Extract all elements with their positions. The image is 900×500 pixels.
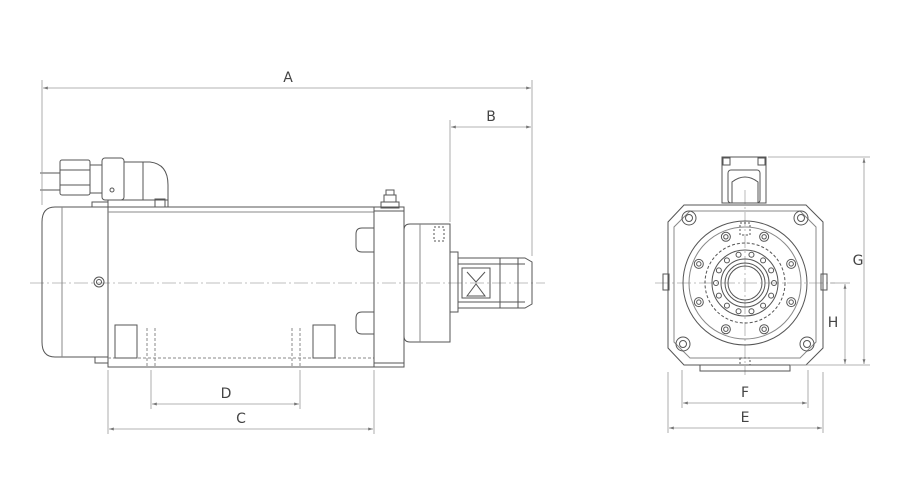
rear-end-cap xyxy=(41,206,109,358)
motor-body xyxy=(107,206,375,368)
inner-bolt-hole xyxy=(735,251,742,258)
flange-outer-ring xyxy=(682,220,808,346)
inner-bolt-hole xyxy=(760,302,767,309)
dim-label-e: E xyxy=(741,410,750,426)
outer-bolt-hole xyxy=(720,324,731,335)
dim-label-d: D xyxy=(221,386,232,402)
inner-bolt-hole xyxy=(768,292,775,299)
front-housing xyxy=(667,204,824,366)
outer-bolt-hole xyxy=(786,297,797,308)
bolt-rings xyxy=(693,231,797,335)
spindle-nose xyxy=(724,262,766,304)
grease-nipple-icon xyxy=(380,189,400,209)
inner-bolt-hole xyxy=(748,251,755,258)
spindle-housing xyxy=(403,223,451,343)
outer-bolt-hole xyxy=(693,297,704,308)
inner-bolt-hole xyxy=(715,292,722,299)
elbow-connector xyxy=(101,157,125,201)
outer-bolt-hole xyxy=(720,231,731,242)
outer-bolt-hole xyxy=(759,231,770,242)
front-connector xyxy=(721,156,767,204)
dim-label-c: C xyxy=(236,411,246,427)
dim-label-b: B xyxy=(486,109,496,125)
gland-nut xyxy=(59,159,91,196)
dim-label-a: A xyxy=(283,70,293,86)
inner-bolt-hole xyxy=(748,308,755,315)
inner-bolt-hole xyxy=(735,308,742,315)
outer-bolt-hole xyxy=(693,258,704,269)
outer-bolt-hole xyxy=(696,299,702,305)
outer-bolt-hole xyxy=(723,326,729,332)
connector-assembly xyxy=(40,157,169,201)
outer-bolt-hole xyxy=(761,234,767,240)
output-shaft xyxy=(449,251,459,313)
corner-holes xyxy=(675,210,815,352)
outer-bolt-hole xyxy=(788,261,794,267)
front-dimensions xyxy=(667,156,870,433)
inner-bolt-hole xyxy=(768,267,775,274)
cable xyxy=(40,172,61,191)
front-view xyxy=(655,156,835,375)
rear-screw-icon xyxy=(93,276,105,288)
inner-bolt-hole xyxy=(715,267,722,274)
inner-bolt-hole xyxy=(723,302,730,309)
side-view xyxy=(30,157,545,368)
inner-bolt-hole xyxy=(771,280,777,286)
outer-bolt-hole xyxy=(788,299,794,305)
inner-bolt-hole xyxy=(723,257,730,264)
outer-bolt-hole xyxy=(761,326,767,332)
side-dimensions xyxy=(41,80,533,434)
dim-label-g: G xyxy=(853,253,864,269)
outer-bolt-hole xyxy=(696,261,702,267)
outer-bolt-hole xyxy=(786,258,797,269)
inner-bolt-hole xyxy=(760,257,767,264)
keyway-icon xyxy=(466,283,486,297)
hidden-bolt-holes xyxy=(146,328,301,367)
front-flange xyxy=(373,206,405,368)
dim-label-h: H xyxy=(828,315,839,331)
dim-label-f: F xyxy=(741,385,749,401)
inner-bolt-hole xyxy=(713,280,719,286)
outer-bolt-hole xyxy=(723,234,729,240)
outer-bolt-hole xyxy=(759,324,770,335)
